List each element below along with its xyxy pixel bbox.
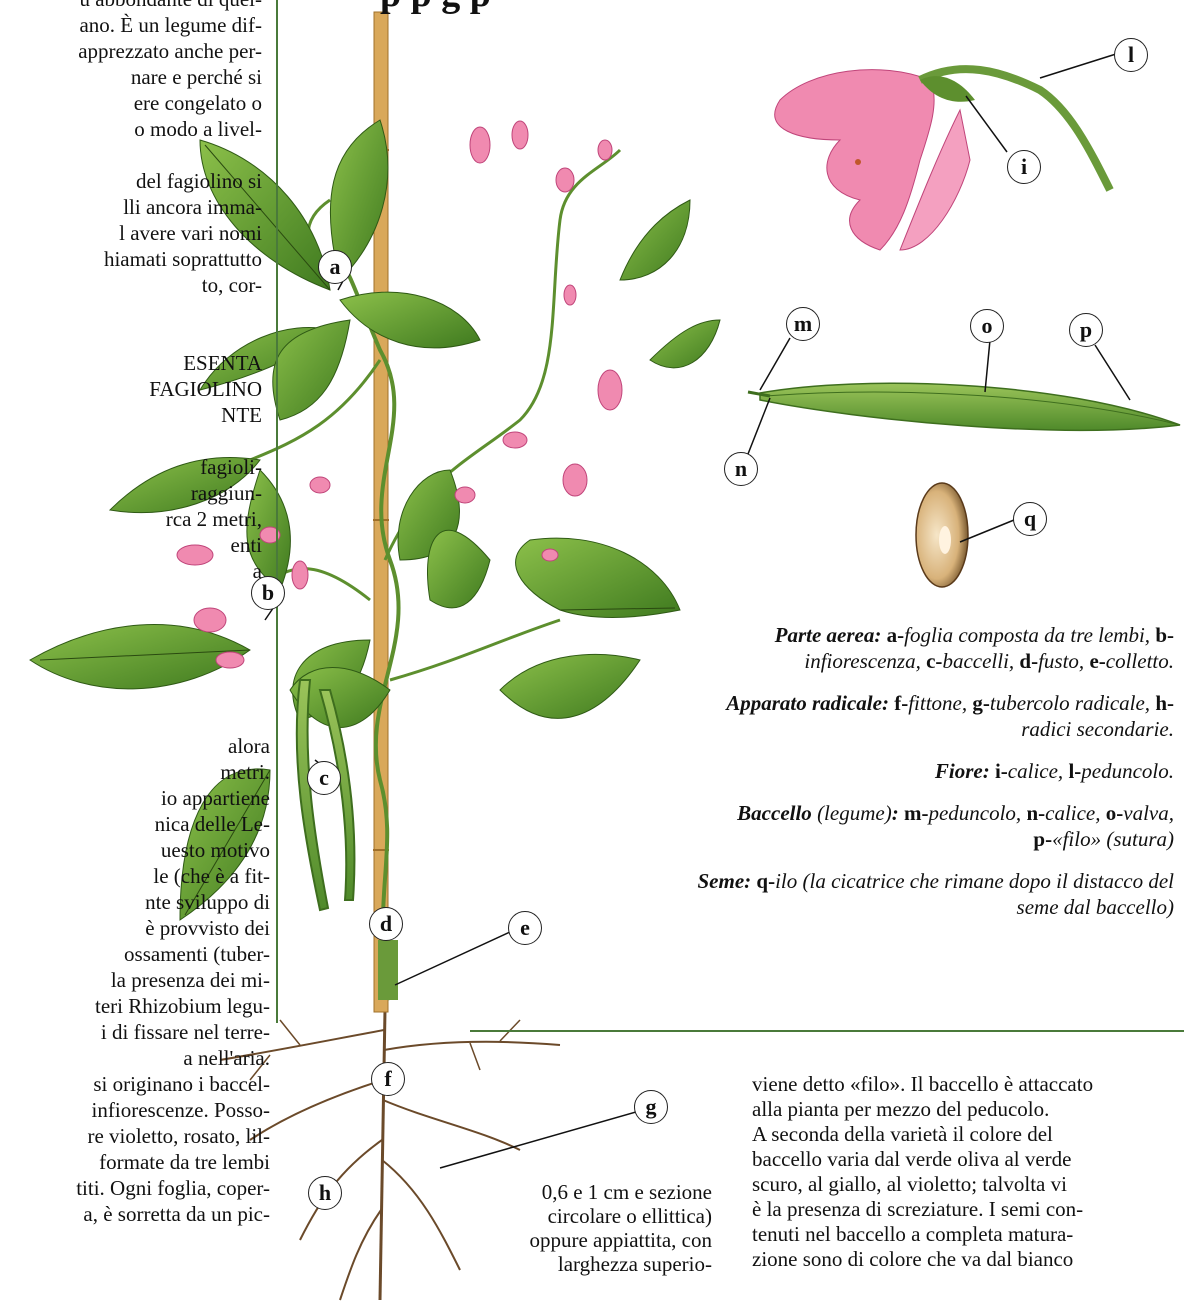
label-n: n bbox=[724, 452, 758, 486]
label-g: g bbox=[634, 1090, 668, 1124]
label-l: l bbox=[1114, 38, 1148, 72]
legend-aerea: Parte aerea: a-foglia composta da tre le… bbox=[694, 622, 1174, 674]
column-divider-vertical bbox=[276, 0, 278, 1023]
label-h: h bbox=[308, 1176, 342, 1210]
left-column-bottom: alorametri. io appartienenica delle Le- … bbox=[0, 733, 270, 1227]
label-c: c bbox=[307, 761, 341, 795]
legend-fiore: Fiore: i-calice, l-peduncolo. bbox=[694, 758, 1174, 784]
label-f: f bbox=[371, 1062, 405, 1096]
label-a: a bbox=[318, 250, 352, 284]
label-m: m bbox=[786, 307, 820, 341]
figure-legend: Parte aerea: a-foglia composta da tre le… bbox=[694, 622, 1174, 936]
label-d: d bbox=[369, 907, 403, 941]
column-divider-horizontal bbox=[470, 1030, 1184, 1032]
label-i: i bbox=[1007, 150, 1041, 184]
legend-seme: Seme: q-ilo (la cicatrice che rimane dop… bbox=[694, 868, 1174, 920]
flower-detail bbox=[775, 69, 1110, 250]
column4-text: viene detto «filo». Il baccello è attacc… bbox=[752, 1072, 1184, 1272]
pod-detail bbox=[748, 383, 1180, 430]
column3-text: 0,6 e 1 cm e sezione circolare o ellitti… bbox=[497, 1180, 712, 1276]
legend-baccello: Baccello (legume): m-peduncolo, n-calice… bbox=[694, 800, 1174, 852]
page-title: p p g p bbox=[380, 0, 491, 16]
legend-radicale: Apparato radicale: f-fittone, g-tubercol… bbox=[694, 690, 1174, 742]
label-p: p bbox=[1069, 313, 1103, 347]
label-q: q bbox=[1013, 502, 1047, 536]
label-b: b bbox=[251, 576, 285, 610]
label-e: e bbox=[508, 911, 542, 945]
label-o: o bbox=[970, 309, 1004, 343]
left-column-top: ù abbondante di quel-ano. È un legume di… bbox=[0, 0, 262, 584]
